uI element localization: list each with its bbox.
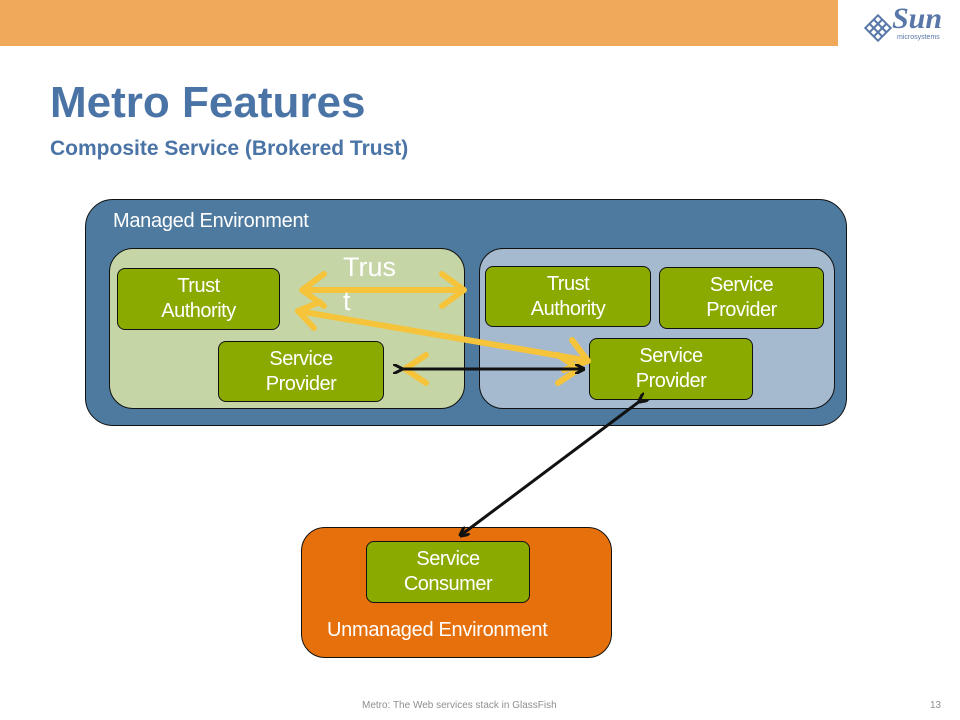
- trust-label: Trus t: [343, 252, 396, 316]
- sun-logo-icon: [864, 13, 893, 43]
- left-service-provider-line2: Provider: [265, 372, 337, 395]
- logo-text: Sun: [892, 2, 943, 35]
- page-number: 13: [930, 700, 942, 711]
- managed-environment-label: Managed Environment: [113, 210, 309, 232]
- right-service-provider-bottom-line1: Service: [639, 345, 703, 367]
- right-service-provider-top-line1: Service: [709, 274, 774, 296]
- provider-link-arrow: [401, 352, 583, 386]
- right-service-provider-top-line2: Provider: [706, 299, 777, 321]
- left-trust-authority-line1: Trust: [177, 275, 220, 297]
- page-title: Metro Features: [50, 78, 366, 127]
- logo-subtext: microsystems: [897, 34, 940, 41]
- page-subtitle: Composite Service (Brokered Trust): [50, 137, 409, 160]
- footer-text: Metro: The Web services stack in GlassFi…: [362, 700, 557, 711]
- unmanaged-environment-label: Unmanaged Environment: [327, 619, 548, 641]
- brokered-trust-arrow: [295, 299, 591, 373]
- right-service-provider-bottom-line2: Provider: [635, 370, 707, 392]
- left-service-provider-line1: Service: [269, 347, 333, 370]
- left-trust-authority-line2: Authority: [161, 300, 236, 322]
- right-trust-authority-line2: Authority: [530, 297, 606, 320]
- consumer-link-arrow: [461, 401, 640, 535]
- right-trust-authority-line1: Trust: [546, 272, 590, 295]
- header-bar: [0, 0, 838, 46]
- service-consumer-line2: Consumer: [403, 573, 493, 595]
- service-consumer-line1: Service: [416, 548, 480, 570]
